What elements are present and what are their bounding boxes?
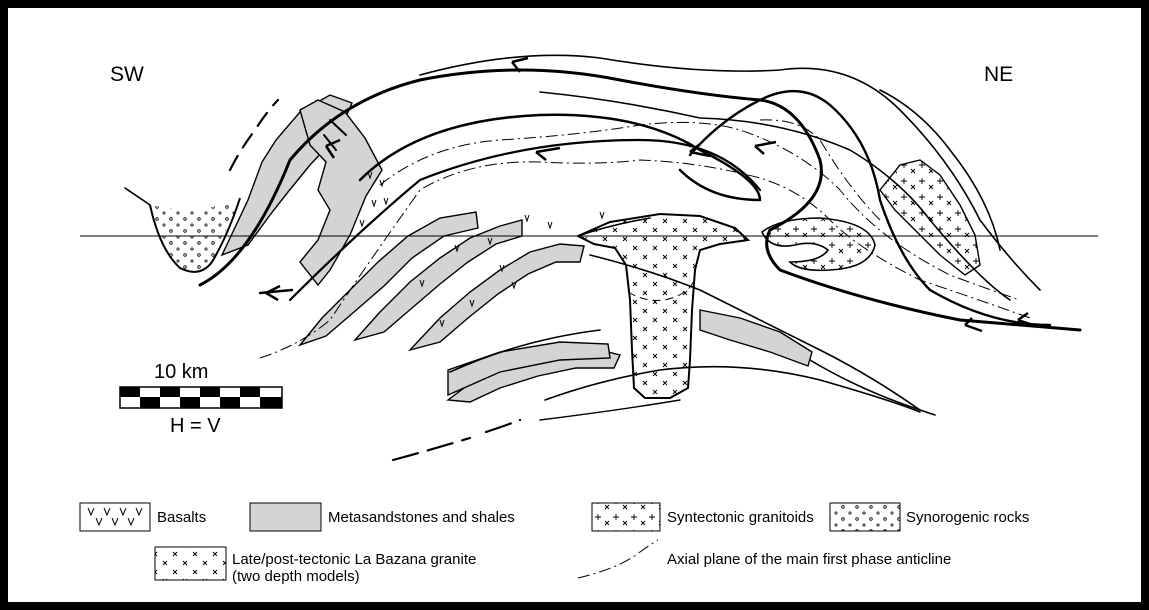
legend-label-metasandstones: Metasandstones and shales xyxy=(328,509,515,526)
legend-label-basalts: Basalts xyxy=(157,509,206,526)
sw-label: SW xyxy=(110,63,144,86)
legend-label-bazana-line1: Late/post-tectonic La Bazana granite xyxy=(232,551,476,568)
scale-length-label: 10 km xyxy=(154,361,208,383)
scale-ratio-label: H = V xyxy=(170,415,221,437)
legend-label-axial-plane: Axial plane of the main first phase anti… xyxy=(667,551,951,568)
legend-label-synorogenic: Synorogenic rocks xyxy=(906,509,1029,526)
legend-label-syntectonic: Syntectonic granitoids xyxy=(667,509,814,526)
legend-label-bazana-line2: (two depth models) xyxy=(232,568,360,585)
ne-label: NE xyxy=(984,63,1013,86)
